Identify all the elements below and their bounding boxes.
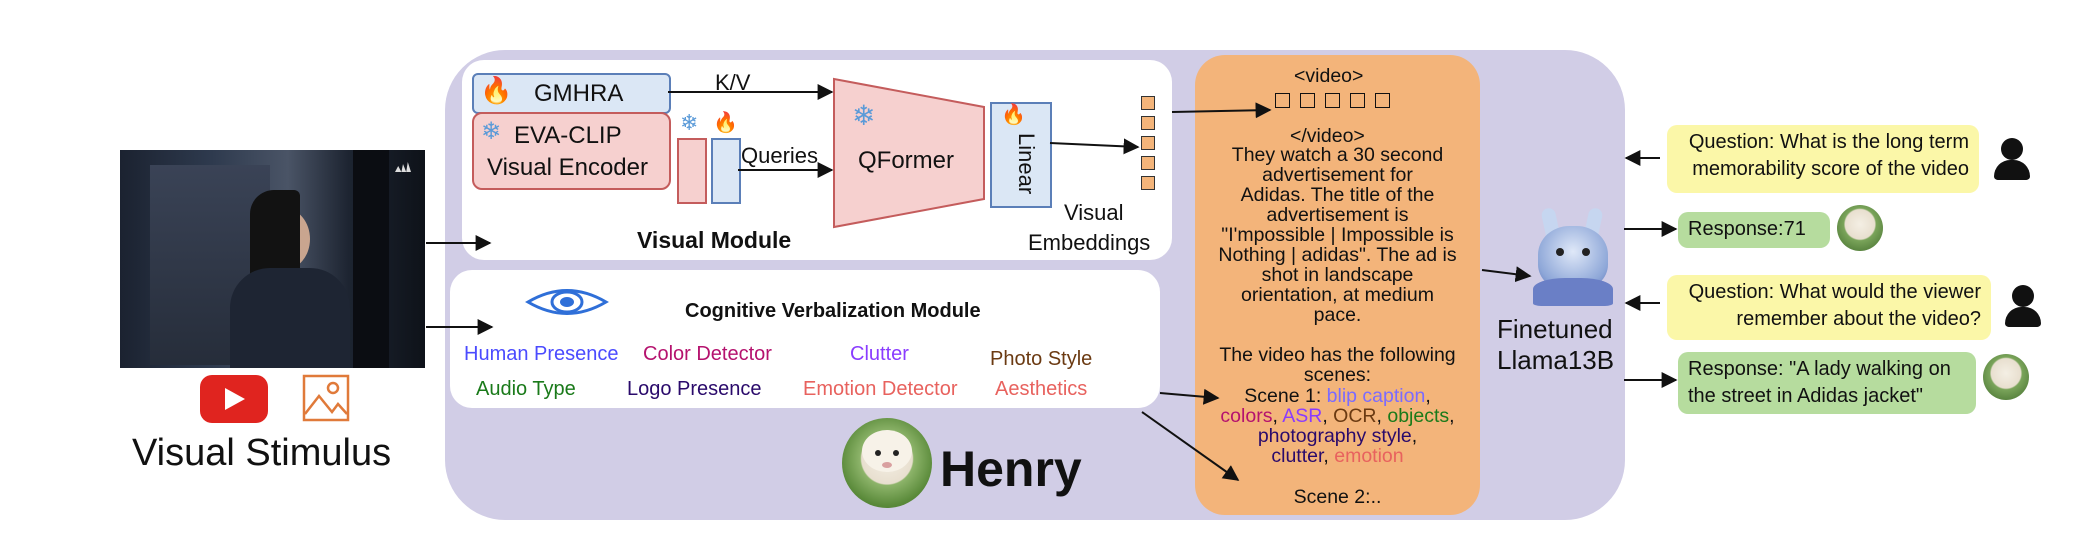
prompt-line: Adidas. The title of the (1240, 184, 1435, 206)
cog-clutter: Clutter (850, 343, 909, 365)
question-line: Question: What would the viewer (1688, 281, 1981, 303)
visual-embedding-token (1141, 176, 1155, 190)
prompt-line: advertisement is (1266, 204, 1409, 226)
kv-label: K/V (715, 70, 751, 95)
video-token (1325, 93, 1340, 108)
lamb-avatar-icon (842, 418, 932, 508)
lamb-avatar-icon (1837, 205, 1883, 251)
question-bubble: Question: What would the viewer remember… (1667, 275, 1991, 340)
video-open-tag: <video> (1294, 65, 1364, 87)
video-close-tag: </video> (1290, 125, 1365, 147)
cognitive-module-title: Cognitive Verbalization Module (685, 300, 981, 322)
prompt-line: advertisement for (1262, 164, 1413, 186)
trainable-query-bar (711, 138, 741, 204)
scene-item-photo: photography style (1257, 425, 1412, 447)
video-token (1300, 93, 1315, 108)
scene-item-blip: blip caption (1326, 385, 1426, 407)
question-line: remember about the video? (1736, 308, 1981, 330)
question-line: Question: What is the long term (1688, 131, 1969, 153)
video-token (1275, 93, 1290, 108)
scene-item-clutter: clutter (1271, 445, 1324, 467)
visual-encoder-label: Visual Encoder (487, 154, 648, 181)
scene-1-line: Scene 1: blip caption, (1244, 385, 1431, 407)
response-line: Response: "A lady walking on (1688, 358, 1951, 380)
cog-emotion-detector: Emotion Detector (803, 378, 958, 400)
fire-icon: 🔥 (480, 75, 513, 105)
scene-item-emotion: emotion (1334, 445, 1404, 467)
prompt-line: "I'mpossible | Impossible is (1221, 224, 1454, 246)
visual-embedding-token (1141, 156, 1155, 170)
adidas-logo-icon (395, 162, 411, 172)
visual-embeddings-label-1: Visual (1064, 200, 1124, 225)
fire-icon: 🔥 (713, 112, 738, 134)
gmhra-label: GMHRA (534, 80, 624, 107)
response-bubble: Response:71 (1678, 212, 1830, 248)
fire-icon: 🔥 (1001, 104, 1026, 126)
prompt-line: Nothing | adidas". The ad is (1218, 244, 1457, 266)
prompt-line: pace. (1313, 304, 1362, 326)
scene-item-objects: objects (1387, 405, 1450, 427)
cog-human-presence: Human Presence (464, 343, 619, 365)
response-bubble: Response: "A lady walking on the street … (1678, 352, 1976, 414)
cog-color-detector: Color Detector (643, 343, 772, 365)
eye-icon (525, 289, 609, 315)
video-token (1375, 93, 1390, 108)
scene-1-prefix: Scene 1: (1244, 385, 1327, 407)
question-line: memorability score of the video (1692, 158, 1969, 180)
scene-1-line: photography style, (1257, 425, 1418, 447)
scene-item-colors: colors (1220, 405, 1273, 427)
prompt-line: shot in landscape (1261, 264, 1414, 286)
scene-item-asr: ASR (1282, 405, 1323, 427)
prompt-line: They watch a 30 second (1231, 144, 1444, 166)
linear-box (990, 102, 1052, 208)
llm-label-2: Llama13B (1497, 345, 1615, 375)
prompt-panel (1195, 55, 1480, 515)
prompt-line: orientation, at medium (1241, 284, 1434, 306)
cog-logo-presence: Logo Presence (627, 378, 762, 400)
snowflake-icon: ❄ (680, 110, 699, 135)
scene-2-line: Scene 2:.. (1293, 486, 1382, 508)
eva-clip-box (472, 112, 671, 190)
snowflake-icon: ❄ (852, 100, 876, 131)
scenes-intro-line: The video has the following (1219, 344, 1456, 366)
llm-label-1: Finetuned (1497, 314, 1613, 344)
llama-icon (1528, 206, 1618, 308)
eva-clip-label: EVA-CLIP (514, 122, 622, 149)
visual-embedding-token (1141, 96, 1155, 110)
lamb-avatar-icon (1983, 354, 2029, 400)
video-token (1350, 93, 1365, 108)
qformer-block (833, 77, 985, 229)
visual-embedding-token (1141, 136, 1155, 150)
linear-label: Linear (1014, 133, 1039, 195)
cog-aesthetics: Aesthetics (995, 378, 1088, 400)
scene-item-ocr: OCR (1333, 405, 1377, 427)
scene-1-line: clutter, emotion (1271, 445, 1404, 467)
visual-module-title: Visual Module (637, 227, 792, 253)
queries-label: Queries (741, 143, 819, 168)
stimulus-image (120, 150, 425, 368)
visual-embedding-token (1141, 116, 1155, 130)
scene-1-line: colors, ASR, OCR, objects, (1220, 405, 1455, 427)
image-icon (302, 374, 350, 422)
response-line: the street in Adidas jacket" (1688, 385, 1924, 407)
frozen-query-bar (677, 138, 707, 204)
cog-audio-type: Audio Type (476, 378, 576, 400)
gmhra-box (472, 73, 671, 114)
snowflake-icon: ❄ (481, 118, 502, 145)
cog-photo-style: Photo Style (990, 348, 1093, 370)
visual-embeddings-label-2: Embeddings (1028, 230, 1151, 255)
henry-title: Henry (940, 441, 1082, 497)
youtube-icon (200, 375, 268, 423)
stimulus-caption: Visual Stimulus (132, 432, 392, 474)
question-bubble: Question: What is the long term memorabi… (1667, 125, 1979, 193)
scenes-intro-line: scenes: (1303, 364, 1372, 386)
qformer-label: QFormer (858, 147, 954, 174)
